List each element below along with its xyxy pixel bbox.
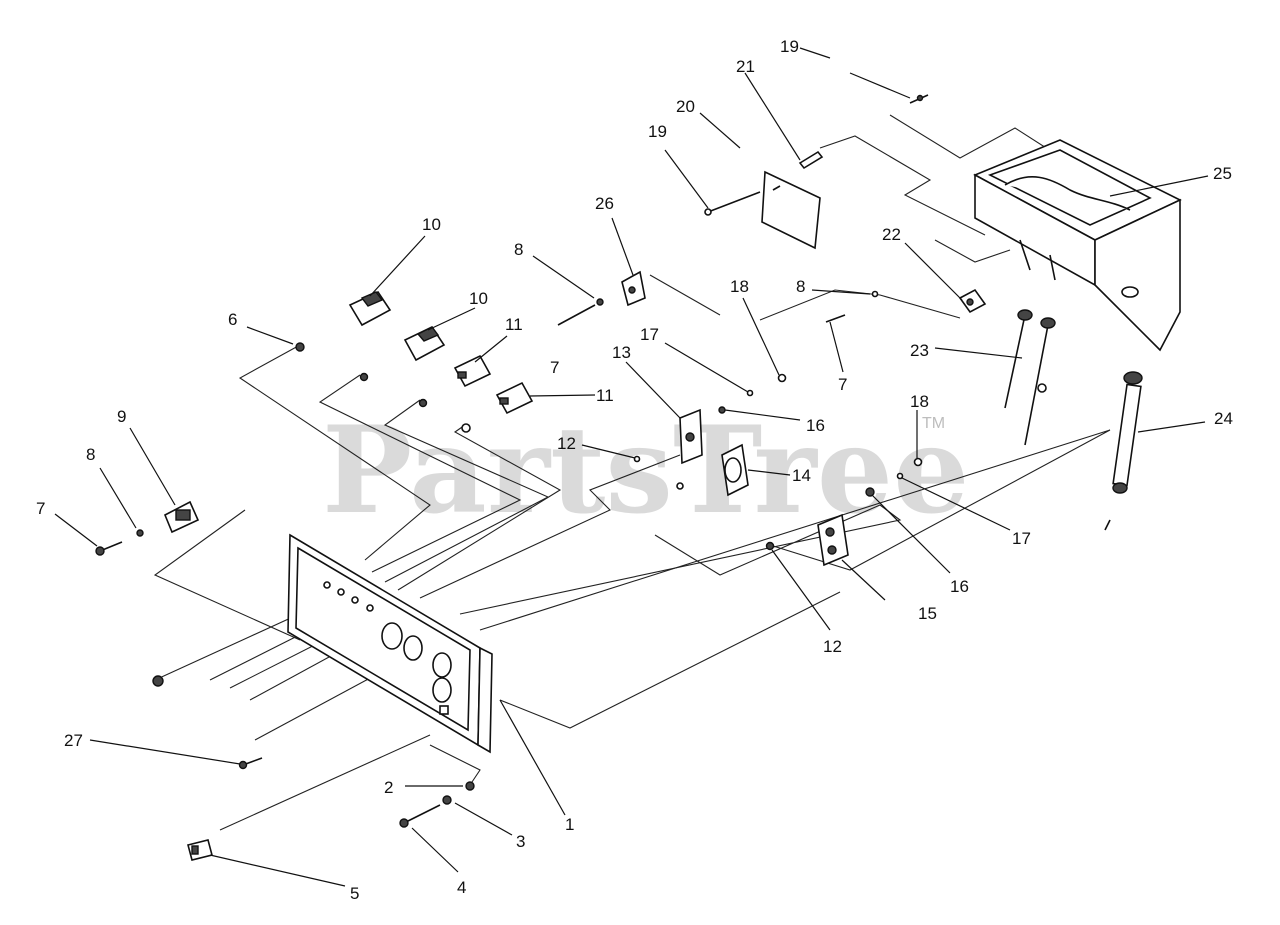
leader-lines [54,47,1209,887]
callout-label: 7 [36,499,45,518]
callout-label: 13 [612,343,631,362]
callout-label: 10 [422,215,441,234]
callout-label: 23 [910,341,929,360]
callout-label: 20 [676,97,695,116]
outlet-part-14 [721,443,749,497]
callout-label: 22 [882,225,901,244]
wiring-harness [153,114,1111,831]
callout-label: 21 [736,57,755,76]
knob-part [152,675,164,687]
callout-label: 4 [457,878,466,897]
nut-part-16-lower [865,487,875,497]
clip-part [187,839,213,861]
screw-part-12-upper [633,455,641,463]
watermark-text: PartsTree [322,400,969,541]
callout-label: 19 [648,122,667,141]
callout-label: 8 [514,240,523,259]
callout-label: 16 [806,416,825,435]
callout-label: 19 [780,37,799,56]
callout-label: 26 [595,194,614,213]
callout-label: 7 [838,375,847,394]
screw-part-7-left [95,541,123,556]
grommet-part-22 [958,288,987,314]
nut-part-18-upper [777,373,787,383]
callout-label: 14 [792,466,811,485]
breaker-part-10a [348,290,392,327]
breaker-part-10b [403,325,446,362]
spacer-part-21 [798,150,824,170]
control-panel-part [287,533,493,754]
cable-part-24 [1104,371,1143,531]
breaker-part-11b [495,381,534,415]
nut-part-11 [418,398,428,408]
callout-label: 5 [350,884,359,903]
callout-label: 11 [505,315,523,334]
screw-part-8-mid [557,298,604,326]
callout-label: 12 [557,434,576,453]
callout-label: 24 [1214,409,1233,428]
callout-label: 15 [918,604,937,623]
callout-label: 6 [228,310,237,329]
callout-label: 10 [469,289,488,308]
callout-label: 18 [730,277,749,296]
nut-part-12 [765,541,775,551]
cable-part-23 [1004,309,1056,446]
callout-label: 2 [384,778,393,797]
watermark-tm: TM [922,415,945,432]
washer-part-17-lower [896,472,904,480]
nut-part-16-upper [718,406,726,414]
callout-label: 12 [823,637,842,656]
callout-labels: 1 2 3 4 5 6 7 7 7 8 8 8 9 10 10 11 11 12… [36,37,1233,903]
screw-part [399,804,441,828]
callout-label: 8 [796,277,805,296]
callout-label: 7 [550,358,559,377]
callout-label: 18 [910,392,929,411]
callout-label: 9 [117,407,126,426]
screw-part-19-left [704,191,761,216]
nut-part-11b [461,423,471,433]
callout-label: 3 [516,832,525,851]
plate-part-13 [679,408,703,465]
cover-plate-part-20 [761,170,821,250]
nut-part-18-lower [913,457,923,467]
washer-part-14 [676,482,684,490]
callout-label: 17 [640,325,659,344]
callout-label: 25 [1213,164,1232,183]
screw-part-7-right [825,314,846,323]
nut-part [442,795,452,805]
washer-part-17-upper [746,389,754,397]
nut-part-6 [295,342,305,352]
bracket-part-26 [621,270,646,307]
receptacle-part-9 [163,500,200,534]
housing-part-25 [973,139,1182,352]
callout-label: 11 [596,386,614,405]
callout-label: 17 [1012,529,1031,548]
nut-part-10 [359,372,369,382]
callout-label: 16 [950,577,969,596]
callout-label: 1 [565,815,574,834]
receptacle-part-15 [817,513,849,567]
callout-label: 8 [86,445,95,464]
washer-part-8-right [871,290,879,298]
callout-label: 27 [64,731,83,750]
screw-part-19-right [909,94,929,104]
screw-part-27 [238,757,263,770]
breaker-part-11a [453,354,492,388]
washer-part-8-left [136,529,144,537]
washer-part [465,781,475,791]
